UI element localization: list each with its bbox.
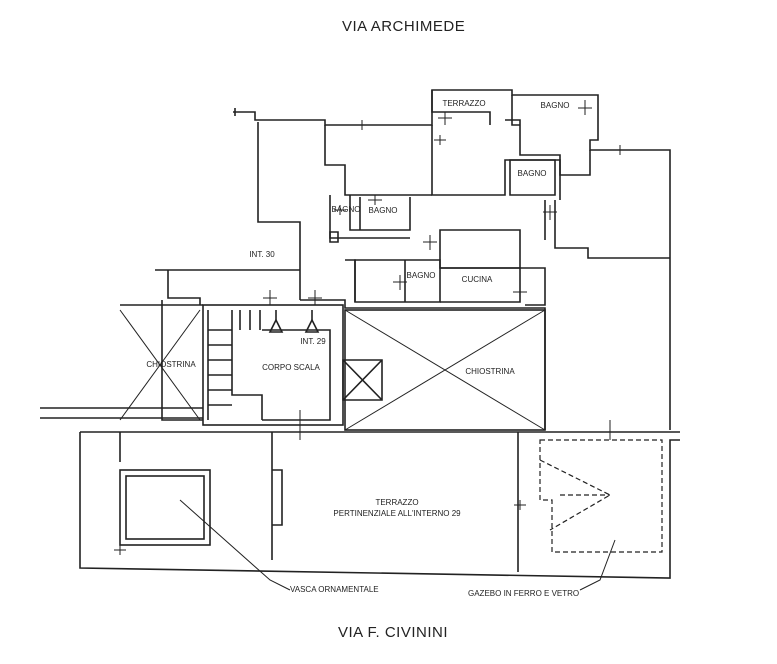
upper-apartments-walls — [155, 89, 671, 430]
label-terrazzo-pertinenziale: TERRAZZO — [375, 498, 419, 507]
label-bagno-1: BAGNO — [540, 101, 570, 110]
label-bagno-4: BAGNO — [368, 206, 398, 215]
label-int-30: INT. 30 — [249, 250, 275, 259]
terrace-walls — [40, 407, 680, 579]
label-int-29: INT. 29 — [300, 337, 326, 346]
stair-core-walls — [119, 300, 546, 431]
street-bottom: VIA F. CIVININI — [338, 624, 449, 641]
label-bagno-5: BAGNO — [406, 271, 436, 280]
callout-vasca-ornamentale: VASCA ORNAMENTALE — [290, 585, 379, 594]
label-bagno-3: BAGNO — [331, 205, 361, 214]
dimension-ticks — [114, 100, 626, 555]
label-bagno-2: BAGNO — [517, 169, 547, 178]
label-terrazzo-top: TERRAZZO — [442, 99, 486, 108]
callout-leaders — [179, 499, 616, 591]
label-chiostrina-right: CHIOSTRINA — [465, 367, 515, 376]
label-corpo-scala: CORPO SCALA — [262, 363, 320, 372]
callout-gazebo: GAZEBO IN FERRO E VETRO — [468, 589, 580, 598]
street-top: VIA ARCHIMEDE — [342, 18, 466, 35]
label-chiostrina-left: CHIOSTRINA — [146, 360, 196, 369]
label-terrazzo-pertinenziale-sub: PERTINENZIALE ALL'INTERNO 29 — [333, 509, 461, 518]
label-cucina: CUCINA — [461, 275, 493, 284]
